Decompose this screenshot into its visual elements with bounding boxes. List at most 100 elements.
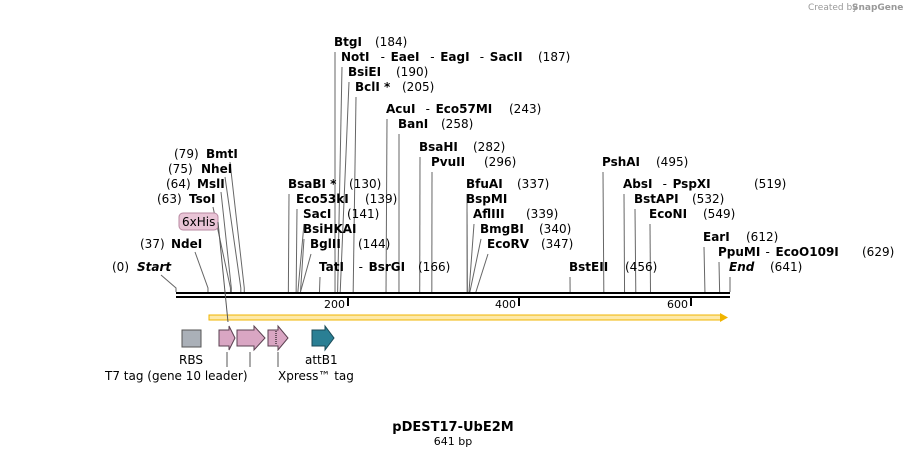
ruler-label-200: 200 xyxy=(324,298,345,311)
his-tag-pointer xyxy=(217,221,229,323)
site-position-nhei: (75) xyxy=(168,162,193,176)
map-title: pDEST17-UbE2M xyxy=(392,420,513,435)
map-length: 641 bp xyxy=(434,435,472,448)
site-label-pshai[interactable]: PshAI xyxy=(602,155,640,169)
site-label-afliii[interactable]: AflIII xyxy=(473,207,505,221)
site-label-saci[interactable]: SacI xyxy=(303,207,331,221)
site-position-btgi: (184) xyxy=(375,35,407,49)
credit-text: Created by xyxy=(808,3,858,13)
site-line-bglii xyxy=(299,253,312,293)
site-label-bmti[interactable]: BmtI xyxy=(206,147,238,161)
ruler-label-600: 600 xyxy=(667,298,688,311)
site-label-ndei[interactable]: NdeI xyxy=(171,237,202,251)
site-line-nhei xyxy=(224,176,242,292)
site-line-saci xyxy=(297,223,305,293)
site-label-bsteii[interactable]: BstEII xyxy=(569,260,608,274)
site-label-pvuii[interactable]: PvuII xyxy=(431,155,465,169)
site-label-nhei[interactable]: NheI xyxy=(201,162,232,176)
site-label-bsiei[interactable]: BsiEI xyxy=(348,65,381,79)
site-label-start[interactable]: Start xyxy=(137,260,172,274)
site-label-bfuai[interactable]: BfuAI xyxy=(466,177,503,191)
site-label-eari[interactable]: EarI xyxy=(703,230,730,244)
his-tag-box[interactable] xyxy=(178,212,219,231)
site-label-eco53ki[interactable]: Eco53kI xyxy=(296,192,349,206)
site-position-tati: (166) xyxy=(418,260,450,274)
site-position-bmti: (79) xyxy=(174,147,199,161)
site-label-bcli[interactable]: BclI * xyxy=(355,80,391,94)
site-line-eari xyxy=(703,246,706,293)
site-line-afliii xyxy=(468,223,475,293)
snapgene-logo: SnapGene xyxy=(852,3,903,13)
site-position-bsiei: (190) xyxy=(396,65,428,79)
xpress-tag-arrow[interactable] xyxy=(267,324,289,352)
site-label-eco57mi[interactable]: Eco57MI xyxy=(436,102,493,116)
site-line-noti xyxy=(337,66,343,293)
site-label-tati[interactable]: TatI xyxy=(319,260,344,274)
site-label-btgi[interactable]: BtgI xyxy=(334,35,362,49)
site-position-pvuii: (296) xyxy=(484,155,516,169)
site-line-acui xyxy=(385,118,388,293)
site-label-bspmi[interactable]: BspMI xyxy=(466,192,507,206)
orf-feature-bar[interactable] xyxy=(208,314,723,321)
site-position-pshai: (495) xyxy=(656,155,688,169)
rbs-label: RBS xyxy=(179,353,203,367)
site-label-ecorv[interactable]: EcoRV xyxy=(487,237,530,251)
site-line-ppumi xyxy=(718,261,721,293)
site-label-absi[interactable]: AbsI xyxy=(623,177,652,191)
attb1-arrow[interactable] xyxy=(311,324,335,352)
t7-tag-arrow[interactable] xyxy=(218,325,236,351)
rbs-box[interactable] xyxy=(181,329,202,348)
site-label-eaei[interactable]: EaeI xyxy=(391,50,420,64)
site-line-bmgbi xyxy=(469,238,482,293)
site-label-bsrgi[interactable]: BsrGI xyxy=(369,260,406,274)
site-label-msli[interactable]: MslI xyxy=(197,177,225,191)
his-tag-arrow[interactable] xyxy=(236,324,266,352)
site-position-bfuai: (337) xyxy=(517,177,549,191)
site-line-bstapi xyxy=(634,208,637,293)
site-position-bmgbi: (340) xyxy=(539,222,571,236)
site-label-bsahi[interactable]: BsaHI xyxy=(419,140,458,154)
site-position-acui: (243) xyxy=(509,102,541,116)
site-label-eagi[interactable]: EagI xyxy=(440,50,469,64)
site-labels: BtgI(184)NotI-EaeI-EagI-SacII(187)BsiEI(… xyxy=(112,35,894,274)
site-label-ppumi[interactable]: PpuMI xyxy=(718,245,760,259)
site-position-absi: (519) xyxy=(754,177,786,191)
site-separator: - xyxy=(663,177,667,191)
site-position-start: (0) xyxy=(112,260,129,274)
site-separator: - xyxy=(766,245,770,259)
site-line-bcli xyxy=(352,96,357,293)
site-line-absi xyxy=(623,193,626,293)
site-position-end: (641) xyxy=(770,260,802,274)
site-label-bsabi[interactable]: BsaBI * xyxy=(288,177,337,191)
site-position-bsahi: (282) xyxy=(473,140,505,154)
site-position-bcli: (205) xyxy=(402,80,434,94)
site-label-acui[interactable]: AcuI xyxy=(386,102,415,116)
site-label-bstapi[interactable]: BstAPI xyxy=(634,192,679,206)
site-position-ppumi: (629) xyxy=(862,245,894,259)
site-separator: - xyxy=(430,50,434,64)
site-position-tsoi: (63) xyxy=(157,192,182,206)
site-label-ecoo109i[interactable]: EcoO109I xyxy=(776,245,839,259)
site-label-bani[interactable]: BanI xyxy=(398,117,428,131)
site-line-msli xyxy=(220,191,232,292)
site-position-eco53ki: (139) xyxy=(365,192,397,206)
site-label-bsihkai[interactable]: BsiHKAI xyxy=(303,222,357,236)
site-label-tsoi[interactable]: TsoI xyxy=(189,192,215,206)
site-label-econi[interactable]: EcoNI xyxy=(649,207,687,221)
site-label-pspxi[interactable]: PspXI xyxy=(673,177,711,191)
orf-feature-arrowhead xyxy=(720,313,728,322)
site-label-bglii[interactable]: BglII xyxy=(310,237,341,251)
site-position-eari: (612) xyxy=(746,230,778,244)
site-label-noti[interactable]: NotI xyxy=(341,50,370,64)
site-label-bmgbi[interactable]: BmgBI xyxy=(480,222,524,236)
site-label-sacii[interactable]: SacII xyxy=(490,50,523,64)
site-line-bsiei xyxy=(339,81,350,293)
xpress-tag-label: Xpress™ tag xyxy=(278,369,354,383)
site-line-ndei xyxy=(194,251,209,292)
attb1-label: attB1 xyxy=(305,353,338,367)
site-position-saci: (141) xyxy=(347,207,379,221)
his-tag-label: 6xHis xyxy=(182,215,215,229)
site-position-bglii: (144) xyxy=(358,237,390,251)
site-label-end[interactable]: End xyxy=(729,260,755,274)
